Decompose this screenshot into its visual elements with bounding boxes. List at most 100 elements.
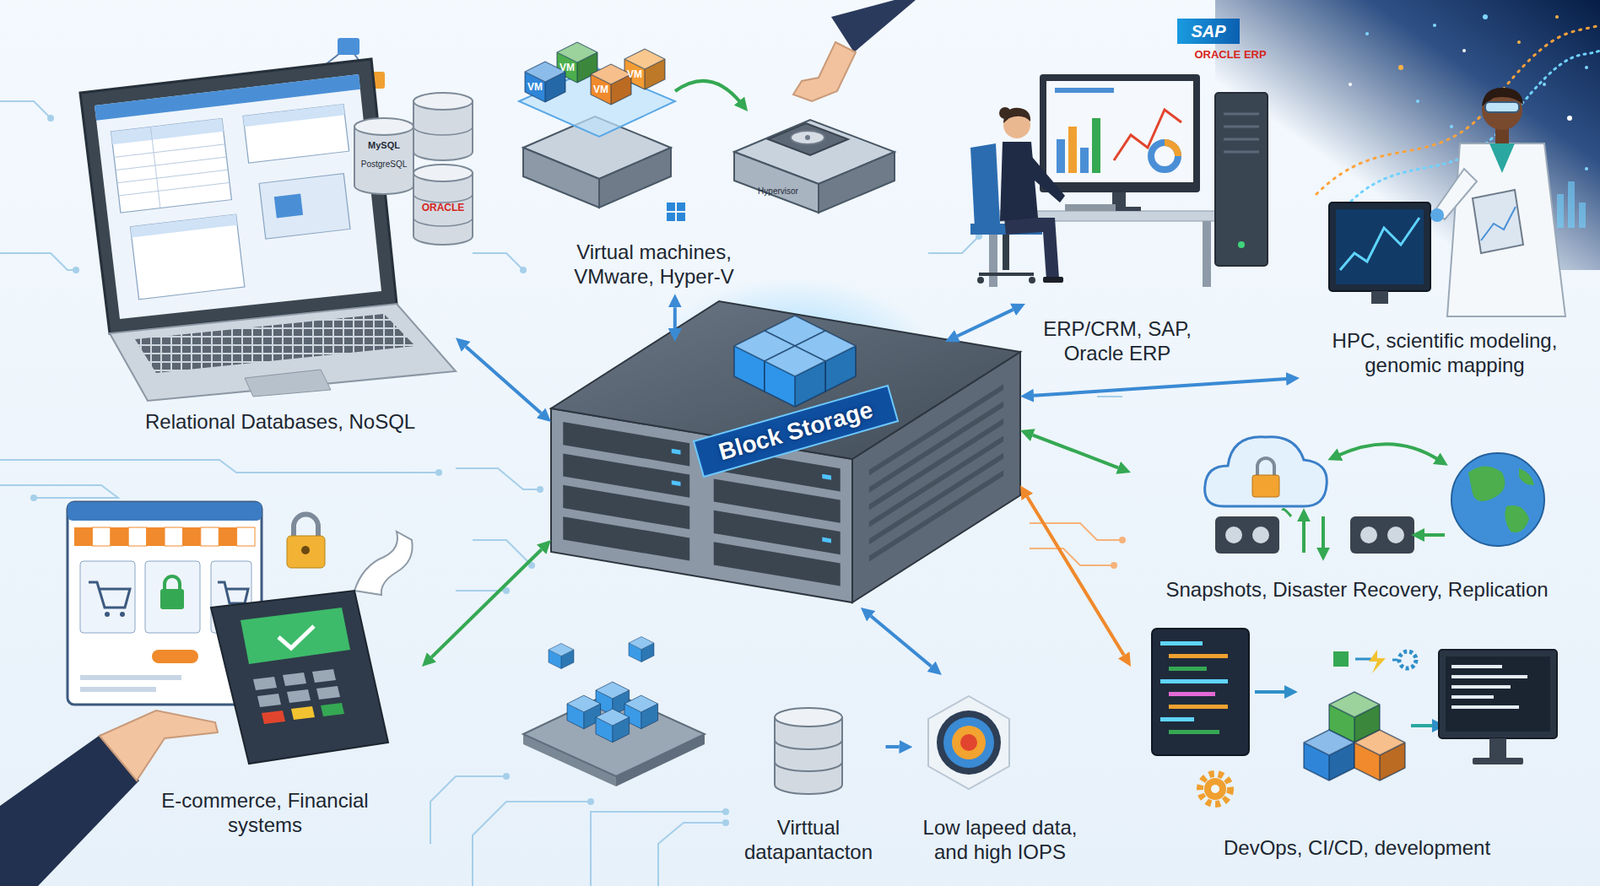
ecommerce-illustration: [253, 669, 345, 725]
virtual-machine-illustration: [666, 202, 676, 211]
erp-workstation-illustration: [1028, 276, 1036, 284]
laptop-database-illustration: [274, 194, 303, 219]
virtual-machine-illustration: [524, 61, 566, 103]
use-case-group: Low lapeed data, and high IOPS: [906, 675, 1095, 870]
data-particle-panel: [1482, 14, 1488, 20]
erp-workstation-illustration: [1056, 139, 1065, 173]
snapshot-replication-illustration: [1215, 516, 1280, 554]
data-particle-panel: [1555, 15, 1559, 19]
ecommerce-illustration: [88, 582, 130, 608]
erp-workstation-illustration: [1068, 126, 1077, 173]
erp-workstation-illustration: [1223, 138, 1260, 141]
circuit-traces: [430, 776, 507, 844]
oracle-logo: ORACLE ERP: [1194, 48, 1266, 61]
scientist-illustration: [1329, 202, 1431, 292]
devops-illustration: [1151, 628, 1557, 805]
virtual-machine-illustration: [818, 151, 895, 213]
ecommerce-illustration: [257, 693, 282, 708]
storage-server-node: Block Storage: [551, 341, 1021, 608]
virtual-machine-illustration: [805, 135, 811, 141]
laptop-database-illustration: [129, 214, 244, 300]
snapshot-replication-illustration: [1321, 516, 1325, 551]
circuit-traces: [30, 494, 38, 502]
connector-arrow: [431, 549, 541, 658]
circuit-traces: [455, 468, 541, 490]
scientist-illustration: [1472, 189, 1524, 254]
connector-arrow: [673, 307, 677, 329]
ecommerce-illustration: [67, 502, 262, 521]
virtual-machine-illustration: [676, 212, 686, 222]
use-case-group: Relational Databases, NoSQL: [33, 42, 456, 439]
data-particle-panel: [1556, 181, 1586, 228]
devops-illustration: [1392, 659, 1398, 662]
laptop-database-illustration: [111, 118, 233, 214]
use-case-group: ERP/CRM, SAP, Oracle ERP: [1025, 12, 1275, 372]
ecommerce-illustration: [164, 527, 183, 546]
devops-illustration: [1254, 690, 1287, 694]
circuit-traces: [0, 101, 51, 119]
storage-server: [671, 480, 682, 487]
laptop-database-illustration: [243, 103, 345, 127]
virtual-machine-illustration: [518, 0, 916, 222]
devops-illustration: [1451, 705, 1519, 709]
storage-server: [821, 537, 832, 544]
snapshot-replication-illustration: [1205, 437, 1545, 554]
laptop-database-illustration: [413, 194, 473, 203]
snapshot-replication-illustration: [1451, 453, 1545, 546]
snapshot-replication-illustration: [1252, 526, 1270, 544]
erp-workstation-illustration: [1237, 241, 1245, 249]
scientist-illustration: [1481, 206, 1516, 241]
cube-platform-illustration: [595, 708, 630, 743]
database-icon: [774, 708, 843, 795]
cube-platform-illustration: [628, 637, 655, 663]
circuit-traces: [536, 486, 544, 493]
sap-logo: SAP: [1190, 21, 1226, 42]
snapshot-replication-illustration: [1387, 526, 1405, 544]
scientist-illustration: [1340, 217, 1420, 271]
laptop-database-illustration: [244, 369, 331, 397]
devops-illustration: [1168, 729, 1220, 735]
vm-label: VM: [627, 68, 643, 81]
erp-workstation-illustration: [977, 276, 984, 284]
virtual-machine-illustration: [599, 147, 671, 208]
ecommerce-illustration: [301, 545, 310, 555]
ecommerce-illustration: [80, 686, 157, 692]
snapshot-replication-illustration: [1302, 518, 1306, 553]
target-icon: [928, 696, 1010, 790]
scientist-illustration: [1329, 87, 1566, 317]
erp-workstation-illustration: [1064, 204, 1116, 211]
ecommerce-illustration: [286, 535, 325, 568]
erp-workstation-illustration: [1004, 217, 1060, 281]
data-particle-panel: [1348, 82, 1352, 87]
ecommerce-illustration: [182, 527, 200, 546]
database-icon: [774, 762, 843, 772]
circuit-traces: [472, 801, 591, 886]
connector-arrow: [957, 309, 1014, 336]
virtual-machine-illustration: [675, 81, 741, 103]
circuit-traces: [1110, 562, 1118, 569]
ecommerce-illustration: [160, 589, 184, 610]
database-icon: [774, 740, 843, 750]
caption: Virttual datapantacton: [735, 815, 883, 865]
caption: ERP/CRM, SAP, Oracle ERP: [1028, 316, 1206, 366]
connector-arrow: [870, 616, 931, 667]
devops-illustration: [1168, 691, 1216, 697]
circuit-traces: [1029, 548, 1114, 566]
caption: Snapshots, Disaster Recovery, Replicatio…: [1166, 577, 1549, 602]
data-particle-panel: [1567, 115, 1573, 121]
ecommerce-illustration: [91, 527, 110, 546]
devops-illustration: [1151, 628, 1249, 756]
circuit-traces: [587, 798, 595, 806]
db-label: MySQL: [367, 140, 400, 151]
data-particle-panel: [1398, 64, 1404, 71]
cube-platform-illustration: [523, 637, 705, 788]
erp-workstation-illustration: [1113, 109, 1182, 161]
devops-illustration: [1399, 651, 1417, 669]
target-icon: [960, 734, 978, 752]
storage-server: [551, 278, 1021, 603]
caption: E-commerce, Financial systems: [151, 788, 379, 838]
ecommerce-illustration: [110, 527, 129, 546]
circuit-traces: [1097, 395, 1123, 398]
data-particle-panel: [1542, 82, 1546, 87]
